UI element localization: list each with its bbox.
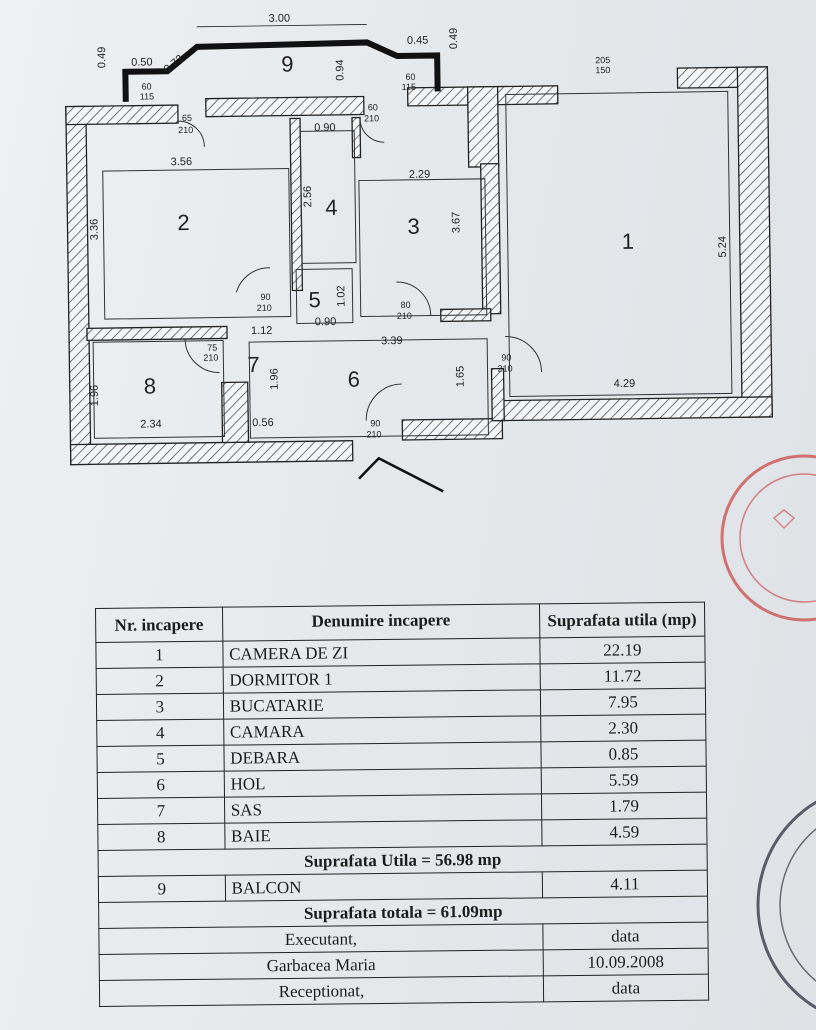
outer-walls bbox=[65, 66, 773, 466]
svg-text:210: 210 bbox=[497, 363, 512, 373]
room-outlines bbox=[92, 90, 733, 439]
svg-text:5: 5 bbox=[308, 287, 321, 312]
svg-text:5.24: 5.24 bbox=[717, 236, 729, 258]
svg-text:1.65: 1.65 bbox=[454, 366, 466, 388]
header-nr: Nr. incapere bbox=[95, 607, 223, 643]
svg-text:3.67: 3.67 bbox=[450, 212, 462, 234]
svg-text:0.49: 0.49 bbox=[96, 47, 108, 69]
door-swings bbox=[178, 118, 543, 421]
svg-text:7: 7 bbox=[247, 352, 260, 377]
svg-text:115: 115 bbox=[402, 82, 416, 92]
svg-text:3.36: 3.36 bbox=[88, 219, 100, 241]
entrance-arrow bbox=[358, 456, 444, 493]
svg-text:0.94: 0.94 bbox=[334, 59, 346, 81]
svg-text:3.56: 3.56 bbox=[171, 156, 193, 168]
svg-text:210: 210 bbox=[203, 353, 218, 363]
svg-text:2.56: 2.56 bbox=[302, 186, 314, 208]
svg-text:0.45: 0.45 bbox=[407, 35, 429, 47]
svg-text:210: 210 bbox=[257, 303, 272, 313]
svg-text:2.29: 2.29 bbox=[409, 169, 431, 181]
svg-text:1.02: 1.02 bbox=[335, 285, 347, 307]
receptionat-row: Receptionat,data bbox=[99, 974, 709, 1007]
door-labels: 65 210 60 210 90 210 80 210 75 210 90 21… bbox=[178, 102, 513, 439]
svg-text:2.34: 2.34 bbox=[140, 418, 162, 430]
svg-text:90: 90 bbox=[370, 418, 380, 428]
svg-text:1.12: 1.12 bbox=[251, 325, 273, 337]
svg-text:65: 65 bbox=[182, 113, 192, 123]
svg-text:60: 60 bbox=[141, 81, 151, 91]
svg-text:8: 8 bbox=[144, 373, 157, 398]
svg-text:90: 90 bbox=[501, 352, 511, 362]
svg-text:210: 210 bbox=[364, 113, 379, 123]
svg-text:210: 210 bbox=[397, 311, 412, 321]
svg-text:80: 80 bbox=[401, 300, 411, 310]
window-labels: 60 115 60 115 205 150 bbox=[140, 55, 611, 102]
svg-text:4.29: 4.29 bbox=[614, 378, 636, 390]
svg-text:60: 60 bbox=[405, 72, 415, 82]
svg-text:150: 150 bbox=[595, 65, 610, 75]
svg-text:3.39: 3.39 bbox=[381, 335, 403, 347]
svg-text:210: 210 bbox=[178, 125, 193, 135]
svg-text:6: 6 bbox=[347, 367, 360, 392]
dimension-labels: 3.00 0.49 0.50 0.73 0.45 0.49 0.94 3.56 … bbox=[88, 13, 729, 431]
svg-text:0.49: 0.49 bbox=[448, 28, 460, 50]
floor-plan: 1 2 3 4 5 6 7 8 9 3.00 0.49 0.50 0.73 0.… bbox=[65, 13, 773, 493]
svg-text:75: 75 bbox=[207, 343, 217, 353]
svg-text:115: 115 bbox=[140, 91, 154, 101]
dark-stamp bbox=[756, 800, 816, 1010]
rooms-table: Nr. incapere Denumire incapere Suprafata… bbox=[95, 602, 709, 1007]
svg-text:3: 3 bbox=[407, 214, 420, 239]
svg-text:0.90: 0.90 bbox=[315, 316, 337, 328]
svg-text:4: 4 bbox=[325, 195, 338, 220]
svg-text:0.50: 0.50 bbox=[131, 56, 153, 68]
red-stamp bbox=[720, 454, 816, 622]
svg-text:205: 205 bbox=[595, 55, 610, 65]
svg-text:0.56: 0.56 bbox=[252, 417, 274, 429]
balcony-railing bbox=[122, 39, 441, 102]
svg-text:1.96: 1.96 bbox=[269, 368, 281, 390]
svg-text:1.96: 1.96 bbox=[89, 385, 101, 407]
svg-text:60: 60 bbox=[368, 102, 378, 112]
svg-text:210: 210 bbox=[366, 429, 381, 439]
header-area: Suprafata utila (mp) bbox=[539, 602, 705, 638]
room-number-labels: 1 2 3 4 5 6 7 8 9 bbox=[144, 51, 635, 398]
svg-text:9: 9 bbox=[281, 51, 294, 76]
svg-text:1: 1 bbox=[622, 229, 635, 254]
svg-text:2: 2 bbox=[177, 210, 190, 235]
header-name: Denumire incapere bbox=[222, 603, 540, 642]
svg-text:0.90: 0.90 bbox=[314, 122, 336, 134]
svg-text:90: 90 bbox=[260, 292, 270, 302]
svg-text:3.00: 3.00 bbox=[269, 13, 291, 25]
